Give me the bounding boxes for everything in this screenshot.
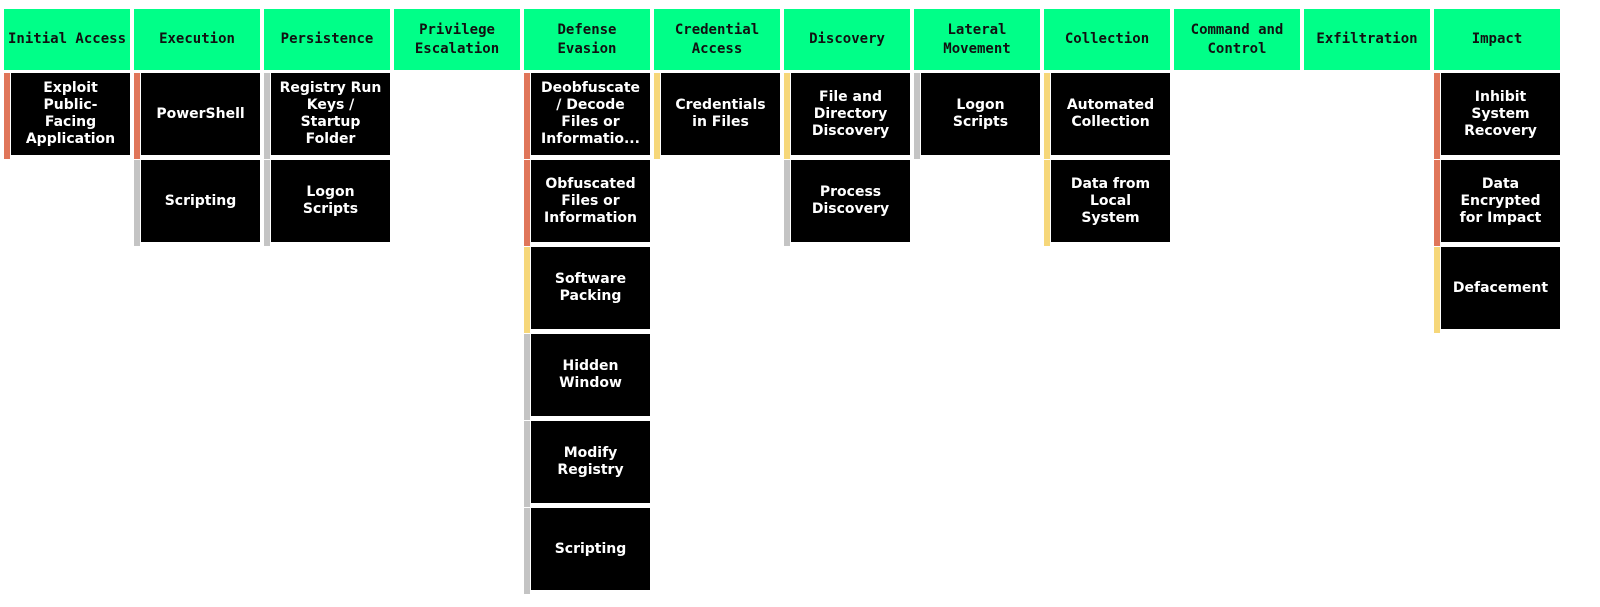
severity-indicator-low: [524, 421, 530, 507]
tactic-header-initial-access[interactable]: Initial Access: [4, 9, 130, 70]
technique-label: Modify Registry: [531, 421, 650, 503]
technique-cell[interactable]: Exploit Public-Facing Application: [4, 73, 130, 159]
technique-label: Registry Run Keys / Startup Folder: [271, 73, 390, 155]
severity-indicator-medium: [1434, 247, 1440, 333]
technique-cell[interactable]: Software Packing: [524, 247, 650, 333]
technique-list: Logon Scripts: [914, 72, 1040, 159]
technique-cell[interactable]: Data Encrypted for Impact: [1434, 160, 1560, 246]
technique-label: File and Directory Discovery: [791, 73, 910, 155]
technique-label: Deobfuscate / Decode Files or Informatio…: [531, 73, 650, 155]
technique-label: Hidden Window: [531, 334, 650, 416]
technique-label: Software Packing: [531, 247, 650, 329]
severity-indicator-high: [1434, 73, 1440, 159]
severity-indicator-high: [1434, 160, 1440, 246]
technique-cell[interactable]: Defacement: [1434, 247, 1560, 333]
severity-indicator-low: [264, 160, 270, 246]
severity-indicator-high: [4, 73, 10, 159]
tactic-header-defense-evasion[interactable]: Defense Evasion: [524, 9, 650, 70]
technique-cell[interactable]: Hidden Window: [524, 334, 650, 420]
technique-label: Logon Scripts: [921, 73, 1040, 155]
technique-cell[interactable]: Logon Scripts: [914, 73, 1040, 159]
technique-list: Deobfuscate / Decode Files or Informatio…: [524, 72, 650, 594]
severity-indicator-low: [914, 73, 920, 159]
tactic-header-exfiltration[interactable]: Exfiltration: [1304, 9, 1430, 70]
technique-list: Credentials in Files: [654, 72, 780, 159]
technique-cell[interactable]: File and Directory Discovery: [784, 73, 910, 159]
technique-cell[interactable]: Inhibit System Recovery: [1434, 73, 1560, 159]
severity-indicator-high: [524, 160, 530, 246]
severity-indicator-high: [134, 73, 140, 159]
severity-indicator-low: [524, 508, 530, 594]
technique-label: Automated Collection: [1051, 73, 1170, 155]
technique-label: Process Discovery: [791, 160, 910, 242]
tactic-header-collection[interactable]: Collection: [1044, 9, 1170, 70]
technique-cell[interactable]: Scripting: [134, 160, 260, 246]
severity-indicator-medium: [654, 73, 660, 159]
tactic-header-execution[interactable]: Execution: [134, 9, 260, 70]
technique-list: Exploit Public-Facing Application: [4, 72, 130, 159]
severity-indicator-medium: [524, 247, 530, 333]
tactic-header-discovery[interactable]: Discovery: [784, 9, 910, 70]
technique-label: Scripting: [141, 160, 260, 242]
technique-label: Data Encrypted for Impact: [1441, 160, 1560, 242]
tactic-header-command-and-control[interactable]: Command and Control: [1174, 9, 1300, 70]
severity-indicator-medium: [1044, 160, 1050, 246]
technique-label: Scripting: [531, 508, 650, 590]
technique-cell[interactable]: Obfuscated Files or Information: [524, 160, 650, 246]
technique-cell[interactable]: Automated Collection: [1044, 73, 1170, 159]
tactic-header-impact[interactable]: Impact: [1434, 9, 1560, 70]
severity-indicator-low: [524, 334, 530, 420]
technique-cell[interactable]: Modify Registry: [524, 421, 650, 507]
technique-label: Defacement: [1441, 247, 1560, 329]
technique-cell[interactable]: Logon Scripts: [264, 160, 390, 246]
technique-cell[interactable]: PowerShell: [134, 73, 260, 159]
technique-label: Credentials in Files: [661, 73, 780, 155]
technique-cell[interactable]: Registry Run Keys / Startup Folder: [264, 73, 390, 159]
tactic-header-privilege-escalation[interactable]: Privilege Escalation: [394, 9, 520, 70]
tactic-header-credential-access[interactable]: Credential Access: [654, 9, 780, 70]
severity-indicator-high: [524, 73, 530, 159]
technique-label: Obfuscated Files or Information: [531, 160, 650, 242]
severity-indicator-medium: [784, 73, 790, 159]
severity-indicator-medium: [1044, 73, 1050, 159]
tactic-header-lateral-movement[interactable]: Lateral Movement: [914, 9, 1040, 70]
technique-cell[interactable]: Credentials in Files: [654, 73, 780, 159]
severity-indicator-low: [134, 160, 140, 246]
severity-indicator-low: [784, 160, 790, 246]
technique-label: Exploit Public-Facing Application: [11, 73, 130, 155]
technique-label: Data from Local System: [1051, 160, 1170, 242]
technique-cell[interactable]: Process Discovery: [784, 160, 910, 246]
technique-cell[interactable]: Scripting: [524, 508, 650, 594]
tactic-header-persistence[interactable]: Persistence: [264, 9, 390, 70]
technique-cell[interactable]: Deobfuscate / Decode Files or Informatio…: [524, 73, 650, 159]
tactic-column-command-and-control: Command and Control: [1174, 9, 1300, 594]
tactic-column-exfiltration: Exfiltration: [1304, 9, 1430, 594]
severity-indicator-low: [264, 73, 270, 159]
technique-cell[interactable]: Data from Local System: [1044, 160, 1170, 246]
technique-label: PowerShell: [141, 73, 260, 155]
technique-label: Logon Scripts: [271, 160, 390, 242]
tactic-column-privilege-escalation: Privilege Escalation: [394, 9, 520, 594]
technique-label: Inhibit System Recovery: [1441, 73, 1560, 155]
